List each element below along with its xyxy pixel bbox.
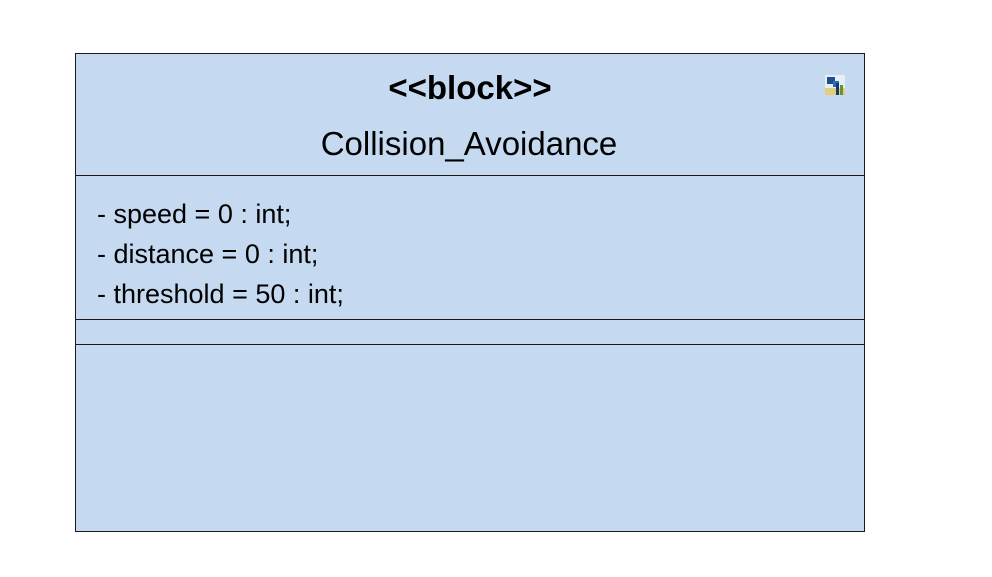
block-stereotype: <<block>> <box>388 69 552 106</box>
attributes-compartment: - speed = 0 : int; - distance = 0 : int;… <box>76 176 864 320</box>
attribute-speed[interactable]: - speed = 0 : int; <box>97 199 292 229</box>
block-element-icon <box>825 75 845 95</box>
operations-compartment <box>76 320 864 345</box>
block-header: <<block>> Collision_Avoidance <box>76 54 864 176</box>
attribute-threshold[interactable]: - threshold = 50 : int; <box>97 279 344 309</box>
additional-compartment <box>76 345 864 531</box>
block-name[interactable]: Collision_Avoidance <box>320 125 618 162</box>
attribute-distance[interactable]: - distance = 0 : int; <box>97 239 319 269</box>
block-collision-avoidance[interactable]: <<block>> Collision_Avoidance - speed = … <box>75 53 865 532</box>
